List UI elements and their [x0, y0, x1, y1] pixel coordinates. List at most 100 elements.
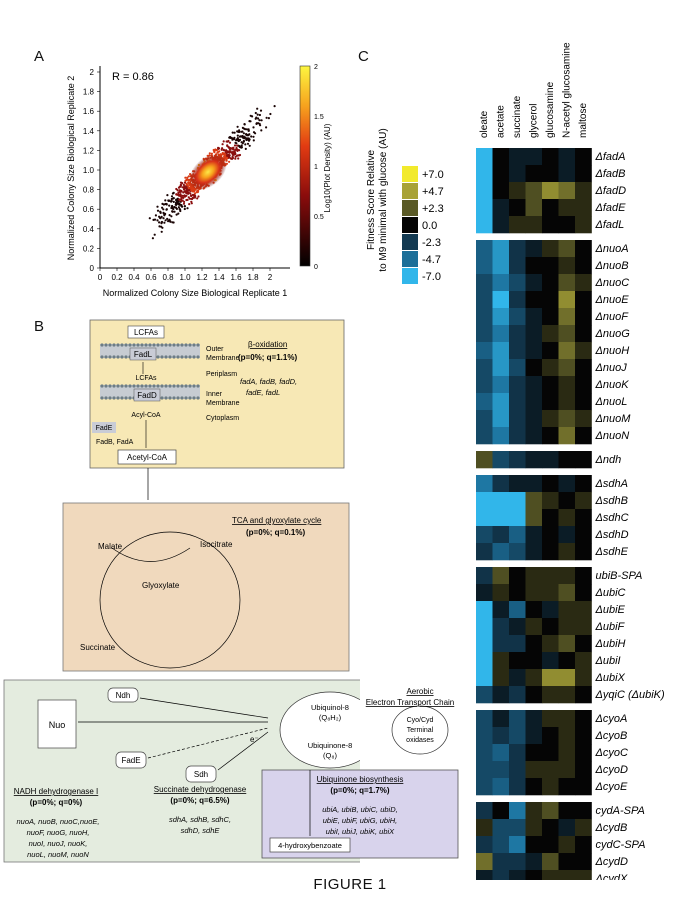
condition-label: glycerol [529, 104, 540, 138]
heatmap-cell [509, 761, 526, 779]
gene-label: ΔubiF [595, 621, 626, 633]
heatmap-cell [476, 475, 493, 493]
heatmap-cell [509, 584, 526, 602]
heatmap-cell [525, 652, 543, 670]
heatmap-cell [492, 710, 510, 728]
heatmap-cell [575, 802, 592, 820]
heatmap-cell [542, 543, 559, 561]
heatmap-cell [492, 567, 510, 585]
legend-title-2: to M9 minimal with glucose (AU) [378, 128, 389, 271]
heatmap-cell [476, 148, 493, 166]
fade-etc: FadE [121, 756, 140, 765]
heatmap-cell [575, 325, 592, 343]
colorbar-tick-label: 0 [314, 264, 318, 271]
heatmap-cell [476, 652, 493, 670]
heatmap-cell [525, 836, 543, 854]
scatter-point [183, 195, 187, 198]
heatmap-cell [575, 165, 592, 183]
scatter-point [252, 126, 255, 129]
heatmap-cell [575, 182, 592, 200]
aerobic-2: Electron Transport Chain [366, 698, 455, 707]
scatter-point [210, 152, 213, 155]
colorbar-tick-label: 1.5 [314, 114, 324, 121]
heatmap-cell [492, 686, 510, 704]
fade-box-beta [92, 422, 116, 433]
heatmap-cell [476, 870, 493, 880]
nadh-genes-4: nuoL, nuoM, nuoN [27, 850, 89, 859]
gene-label: ΔubiC [595, 587, 626, 599]
scatter-point [225, 140, 228, 143]
heatmap-cell [509, 802, 526, 820]
scatter-point [179, 183, 182, 186]
scatter-point [208, 152, 211, 155]
scatter-point [153, 233, 156, 236]
gene-label: ΔfadB [595, 168, 626, 180]
isocitrate: Isocitrate [200, 540, 233, 549]
scatter-point [259, 109, 263, 112]
scatter-point [245, 138, 248, 142]
heatmap-cell [542, 584, 559, 602]
heatmap-cell [476, 216, 493, 234]
heatmap-cell [542, 427, 559, 445]
heatmap-cell [575, 584, 592, 602]
scatter-point [258, 113, 261, 117]
heatmap-cell [509, 182, 526, 200]
heatmap-cell [509, 509, 526, 527]
x-tick-label: 1.0 [179, 273, 191, 282]
scatter-point [178, 198, 181, 201]
gene-label: ΔubiI [595, 655, 621, 667]
heatmap-cell [476, 802, 493, 820]
scatter-point [238, 153, 242, 157]
gene-label: cydA-SPA [596, 805, 645, 817]
heatmap-cell [542, 652, 559, 670]
y-tick-label: 1.2 [83, 146, 95, 155]
heatmap-cell [476, 584, 493, 602]
heatmap-cell [558, 618, 576, 636]
r-value: R = 0.86 [112, 71, 154, 83]
scatter-point [183, 205, 186, 208]
heatmap-cell [509, 216, 526, 234]
heatmap-cell [525, 359, 543, 377]
heatmap-cell [542, 744, 559, 762]
heatmap-cell [558, 870, 576, 880]
ubiquinone: Ubiquinone-8 [308, 741, 353, 750]
gene-label: ΔfadD [595, 185, 627, 197]
heatmap-cell [575, 601, 592, 619]
heatmap-cell [525, 325, 543, 343]
gene-label: ΔnuoF [595, 311, 630, 323]
heatmap-cell [558, 853, 576, 871]
heatmap-cell [558, 451, 576, 469]
scatter-point [255, 122, 258, 125]
y-axis-label: Normalized Colony Size Biological Replic… [66, 76, 76, 261]
y-tick-label: 2 [90, 68, 95, 77]
scatter-point [228, 160, 231, 163]
heatmap-cell [558, 199, 576, 217]
y-tick-label: 1.6 [83, 107, 95, 116]
heatmap-cell [558, 427, 576, 445]
heatmap-cell [525, 669, 543, 687]
heatmap-cell [575, 199, 592, 217]
scatter-point [226, 157, 229, 160]
heatmap-cell [525, 451, 543, 469]
scatter-point [237, 130, 240, 133]
tca-title: TCA and glyoxylate cycle [232, 516, 322, 525]
heatmap-cell [558, 410, 576, 428]
scatter-point [216, 151, 219, 154]
scatter-point [221, 151, 224, 155]
heatmap-cell [575, 451, 592, 469]
y-tick-label: 0.6 [83, 205, 95, 214]
gene-label: ΔnuoM [595, 413, 632, 425]
heatmap-cell [509, 836, 526, 854]
heatmap-cell [542, 199, 559, 217]
scatter-point [148, 217, 151, 220]
nadh-genes-2: nuoF, nuoG, nuoH, [27, 828, 90, 837]
heatmap-cell [542, 240, 559, 258]
scatter-point [162, 217, 165, 220]
legend-label: +4.7 [422, 186, 444, 198]
heatmap-cell [542, 451, 559, 469]
scatter-point [165, 208, 168, 211]
scatter-point [187, 187, 190, 190]
scatter-point [249, 114, 252, 117]
y-tick-label: 1.0 [83, 166, 95, 175]
x-tick-label: 0.8 [162, 273, 174, 282]
